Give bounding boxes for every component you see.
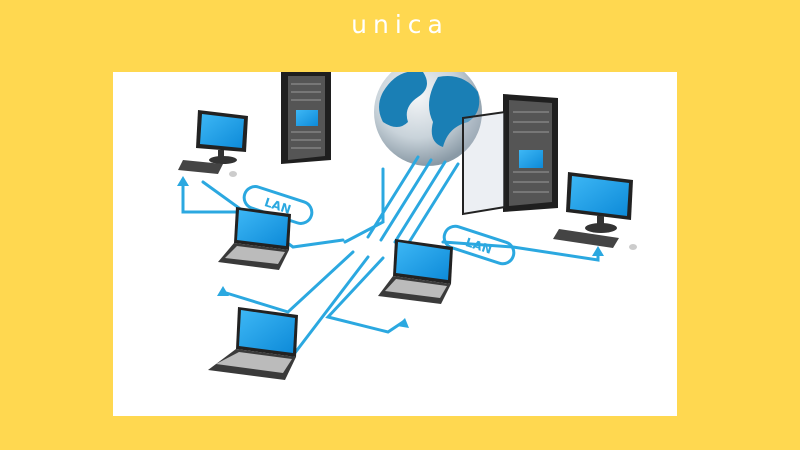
lan-diagram: LAN LAN — [177, 72, 637, 380]
network-links — [181, 155, 600, 364]
laptop-icon — [378, 239, 453, 304]
laptop-icon — [208, 307, 298, 380]
unica-logo: unica — [351, 10, 449, 39]
globe-icon — [374, 72, 482, 166]
server-rack-icon — [462, 94, 558, 216]
laptop-icon — [218, 207, 291, 270]
arrow-icons — [177, 176, 604, 328]
desktop-computer-icon — [553, 172, 637, 250]
network-illustration: LAN LAN — [113, 72, 677, 416]
desktop-computer-icon — [178, 110, 248, 177]
server-rack-icon — [281, 72, 331, 164]
